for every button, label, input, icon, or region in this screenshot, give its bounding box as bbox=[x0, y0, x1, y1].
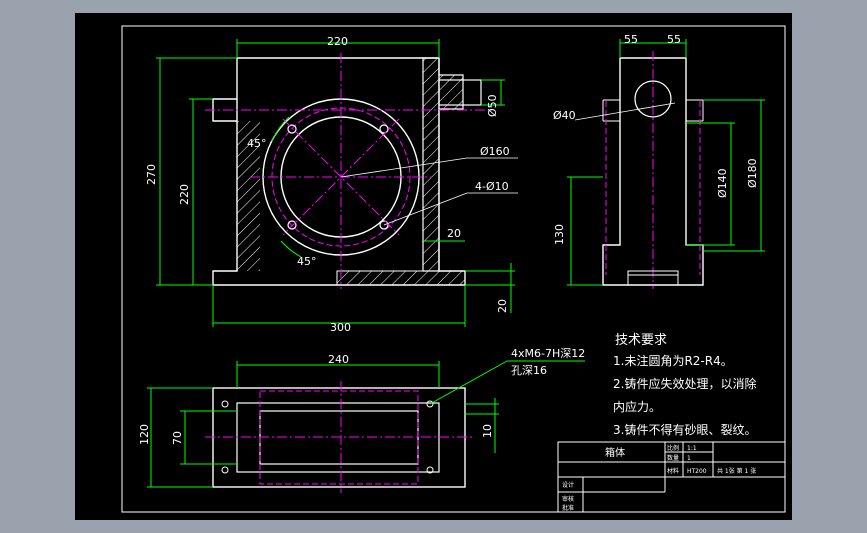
front-view: 220 270 220 Ø50 Ø160 4-Ø10 20 20 300 45°… bbox=[145, 35, 518, 334]
dim-top-120: 120 bbox=[138, 424, 151, 445]
title-designer: 设计 bbox=[562, 481, 574, 489]
title-checker: 审核 bbox=[562, 495, 574, 503]
mount-hole-icon bbox=[221, 400, 229, 408]
title-block: 箱体 比例 1:1 数量 1 材料 HT200 共 1张 第 1 张 设计 审核… bbox=[557, 441, 786, 513]
tech-req-item-1: 1.未注圆角为R2-R4。 bbox=[613, 353, 733, 368]
side-body-outline bbox=[602, 57, 704, 286]
title-material-value: HT200 bbox=[687, 468, 707, 475]
title-material-label: 材料 bbox=[667, 467, 679, 475]
front-centerline-diag1 bbox=[282, 118, 400, 236]
dim-angle-top: 45° bbox=[247, 137, 267, 150]
title-sheet-info: 共 1张 第 1 张 bbox=[717, 467, 756, 475]
dim-side-small-dia: Ø40 bbox=[553, 109, 576, 122]
mount-hole-icon bbox=[221, 466, 229, 474]
dim-boss-dia: Ø50 bbox=[486, 94, 499, 117]
dim-top-70: 70 bbox=[171, 431, 184, 445]
title-scale-label: 比例 bbox=[667, 444, 679, 452]
dim-220-side: 220 bbox=[178, 184, 191, 205]
dim-300: 300 bbox=[330, 321, 351, 334]
drawing-frame bbox=[121, 25, 786, 513]
title-qty-value: 1 bbox=[687, 455, 691, 462]
tech-req-item-4: 3.铸件不得有砂眼、裂纹。 bbox=[613, 422, 756, 437]
drawing-sheet: 220 270 220 Ø50 Ø160 4-Ø10 20 20 300 45°… bbox=[75, 13, 792, 520]
dim-top-10: 10 bbox=[481, 424, 494, 438]
side-boss-circle bbox=[634, 80, 672, 118]
top-view: 240 120 70 10 4xM6-7H深12 孔深16 bbox=[138, 347, 585, 493]
title-approver: 批准 bbox=[562, 504, 574, 512]
dim-side-140: Ø140 bbox=[716, 168, 729, 198]
dim-wall-20: 20 bbox=[447, 227, 461, 240]
tech-req-title: 技术要求 bbox=[615, 333, 667, 348]
thread-note-1: 4xM6-7H深12 bbox=[511, 347, 585, 360]
front-left-wall-section bbox=[237, 121, 260, 271]
dim-side-55-right: 55 bbox=[667, 33, 681, 46]
dim-bore-dia: Ø160 bbox=[480, 145, 510, 158]
front-base-section bbox=[336, 270, 466, 286]
front-right-boss bbox=[438, 79, 482, 106]
dim-holes: 4-Ø10 bbox=[475, 180, 509, 193]
dim-side-180: Ø180 bbox=[746, 158, 759, 188]
tech-req-item-3: 内应力。 bbox=[613, 399, 661, 414]
dim-220-top: 220 bbox=[327, 35, 348, 48]
bolt-hole-icon bbox=[379, 220, 389, 230]
tech-req-item-2: 2.铸件应失效处理，以消除 bbox=[613, 376, 756, 391]
dim-270: 270 bbox=[145, 164, 158, 185]
dim-side-55-left: 55 bbox=[624, 33, 638, 46]
bolt-hole-icon bbox=[379, 124, 389, 134]
side-view: 55 55 Ø40 Ø140 Ø180 130 bbox=[553, 33, 765, 289]
dim-top-240: 240 bbox=[328, 353, 349, 366]
front-centerline-diag2 bbox=[282, 118, 400, 236]
title-scale-value: 1:1 bbox=[687, 445, 697, 452]
bolt-hole-icon bbox=[287, 220, 297, 230]
technical-requirements: 技术要求 1.未注圆角为R2-R4。 2.铸件应失效处理，以消除 内应力。 3.… bbox=[613, 333, 756, 437]
mount-hole-icon bbox=[426, 400, 434, 408]
title-part-name: 箱体 bbox=[605, 446, 625, 459]
drawing-canvas: 220 270 220 Ø50 Ø160 4-Ø10 20 20 300 45°… bbox=[121, 25, 786, 513]
dim-angle-bottom: 45° bbox=[297, 255, 317, 268]
thread-note-2: 孔深16 bbox=[511, 364, 547, 377]
bolt-hole-icon bbox=[287, 124, 297, 134]
title-qty-label: 数量 bbox=[667, 454, 679, 462]
dim-side-130: 130 bbox=[553, 224, 566, 245]
mount-hole-icon bbox=[426, 466, 434, 474]
dim-base-20: 20 bbox=[496, 299, 509, 313]
